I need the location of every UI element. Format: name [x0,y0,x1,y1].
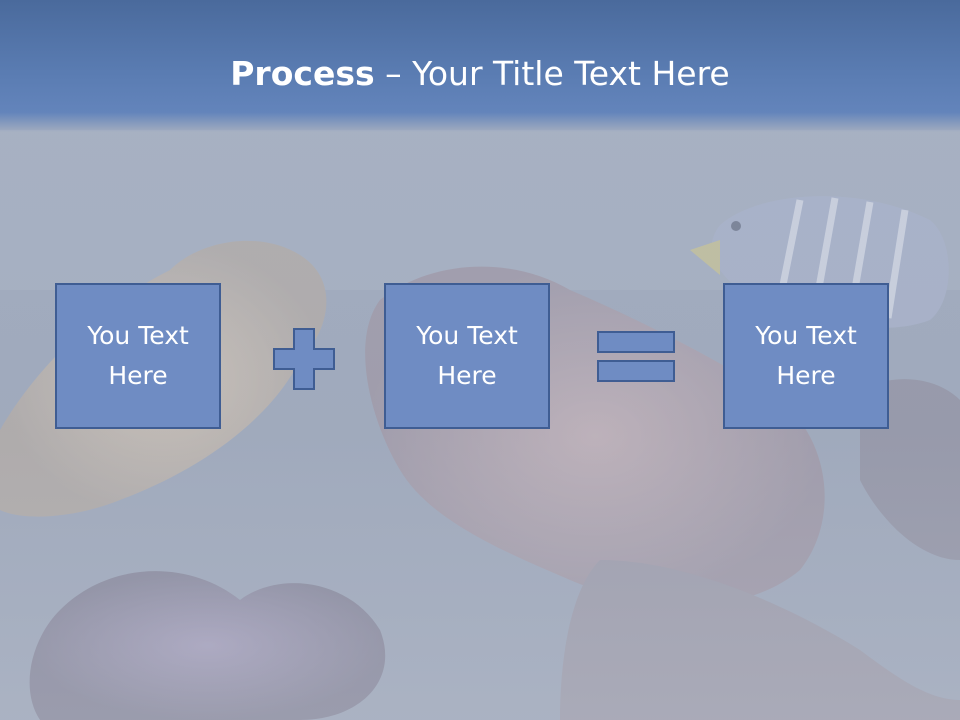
process-box-2-text: You Text Here [416,321,518,390]
equals-icon [597,331,675,382]
process-box-2[interactable]: You Text Here [384,283,550,429]
title-bold: Process [230,54,375,93]
slide-title: Process – Your Title Text Here [0,52,960,96]
plus-icon [273,328,335,390]
title-rest: – Your Title Text Here [374,54,730,93]
title-bar [0,0,960,132]
process-box-1-text: You Text Here [87,321,189,390]
process-box-1[interactable]: You Text Here [55,283,221,429]
process-box-3-text: You Text Here [755,321,857,390]
process-box-3[interactable]: You Text Here [723,283,889,429]
